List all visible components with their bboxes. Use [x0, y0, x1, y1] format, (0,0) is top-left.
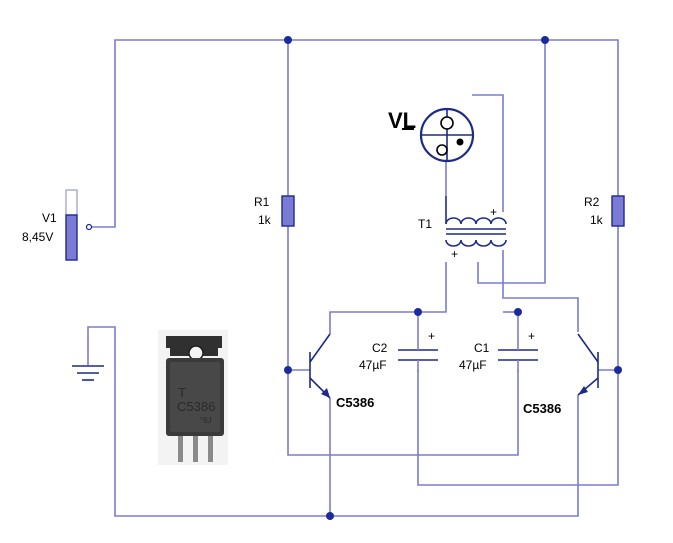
resistor-r2: R2 1k — [584, 195, 625, 227]
r2-value: 1k — [590, 213, 604, 227]
emitter-arrow — [578, 386, 588, 395]
node — [514, 308, 522, 316]
svg-text:T: T — [178, 385, 186, 400]
c1-name: C1 — [474, 341, 490, 355]
capacitor-c1: + C1 47µF — [459, 329, 538, 372]
polarity-mark: + — [451, 247, 458, 261]
c2-name: C2 — [372, 341, 388, 355]
node — [284, 366, 292, 374]
package-marking: C5386 — [177, 399, 215, 414]
r2-name: R2 — [584, 195, 600, 209]
node — [284, 36, 292, 44]
node — [326, 512, 334, 520]
q-right-part: C5386 — [523, 401, 561, 416]
node — [414, 308, 422, 316]
node — [541, 36, 549, 44]
v1-value: 8,45V — [22, 230, 53, 244]
lamp-vl: VL — [388, 107, 475, 163]
r1-name: R1 — [254, 195, 270, 209]
polarity-mark: + — [490, 205, 497, 219]
t1-name: T1 — [418, 217, 432, 231]
wire-lamp-right — [472, 94, 504, 212]
emitter-arrow — [321, 388, 330, 398]
wire-r2-bottom — [417, 226, 619, 486]
battery-terminal — [85, 223, 93, 231]
wire-transformer-right — [477, 40, 546, 284]
transistor-left: C5386 — [309, 333, 374, 410]
wire-sec-left — [329, 262, 447, 334]
c1-value: 47µF — [459, 358, 487, 372]
transistor-right: C5386 — [523, 333, 599, 416]
ground-icon — [72, 365, 104, 381]
polarity-mark: + — [528, 329, 535, 343]
wire-r1-bottom — [287, 226, 519, 456]
node — [614, 366, 622, 374]
wire-sec-right — [502, 250, 579, 332]
c2-value: 47µF — [359, 358, 387, 372]
polarity-mark: + — [428, 329, 435, 343]
r1-value: 1k — [258, 213, 272, 227]
wire-top-rail — [90, 39, 619, 228]
transformer-t1: T1 + + — [418, 196, 507, 261]
transistor-package-photo: T C5386 °6J — [158, 330, 228, 465]
junction-nodes — [284, 36, 622, 520]
q-left-part: C5386 — [336, 395, 374, 410]
v1-name: V1 — [42, 211, 57, 225]
battery-v1: V1 8,45V — [22, 189, 93, 261]
package-sub-marking: °6J — [200, 416, 212, 425]
resistor-r1: R1 1k — [254, 195, 295, 227]
capacitor-c2: + C2 47µF — [359, 329, 438, 372]
wire-ground-rail — [87, 326, 579, 517]
